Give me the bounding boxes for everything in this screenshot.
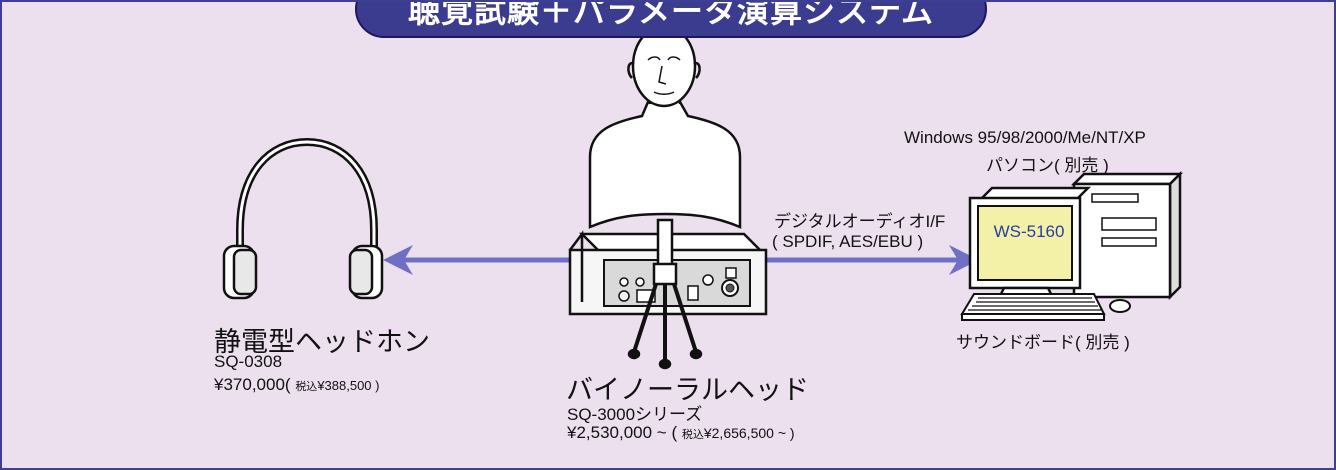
binaural-head-price: ¥2,530,000 ~ ( [567, 423, 678, 442]
interface-protocols: ( SPDIF, AES/EBU ) [772, 232, 924, 251]
headphones-price: ¥370,000 [214, 375, 285, 394]
headphones-model: SQ-0308 [214, 352, 283, 371]
binaural-head-tax-label: 税込 [681, 429, 704, 441]
title-banner: 聴覚試験＋パラメータ演算システム [355, 0, 987, 38]
headphones-tax-label: 税込 [295, 381, 318, 393]
computer-icon [968, 170, 1184, 301]
pc-os: Windows 95/98/2000/Me/NT/XP [904, 128, 1146, 147]
tripod-icon [627, 218, 703, 370]
sound-board-label: サウンドボード( 別売 ) [956, 333, 1130, 352]
binaural-head-icon [588, 24, 742, 229]
headphones-tax-open: ( [284, 375, 291, 394]
page-title: 聴覚試験＋パラメータ演算システム [407, 0, 935, 29]
binaural-head-name: バイノーラルヘッド [566, 375, 809, 405]
headphones-price-line: ¥370,000( 税込¥388,500 ) [214, 375, 379, 395]
headphones-tax-price: ¥388,500 ) [317, 378, 380, 393]
mouse-icon [1109, 299, 1131, 313]
binaural-head-tax-price: ¥2,656,500 ~ ) [703, 425, 795, 441]
screen-text: WS-5160 [993, 222, 1065, 241]
headphones-icon [222, 137, 384, 300]
headphones-name: 静電型ヘッドホン [214, 327, 430, 357]
binaural-head-price-line: ¥2,530,000 ~ ( 税込¥2,656,500 ~ ) [567, 423, 795, 443]
keyboard-icon [960, 293, 1106, 321]
binaural-head-model: SQ-3000シリーズ [567, 405, 703, 424]
pc-note: パソコン( 別売 ) [986, 156, 1109, 175]
interface-name: デジタルオーディオI/F [774, 212, 946, 231]
